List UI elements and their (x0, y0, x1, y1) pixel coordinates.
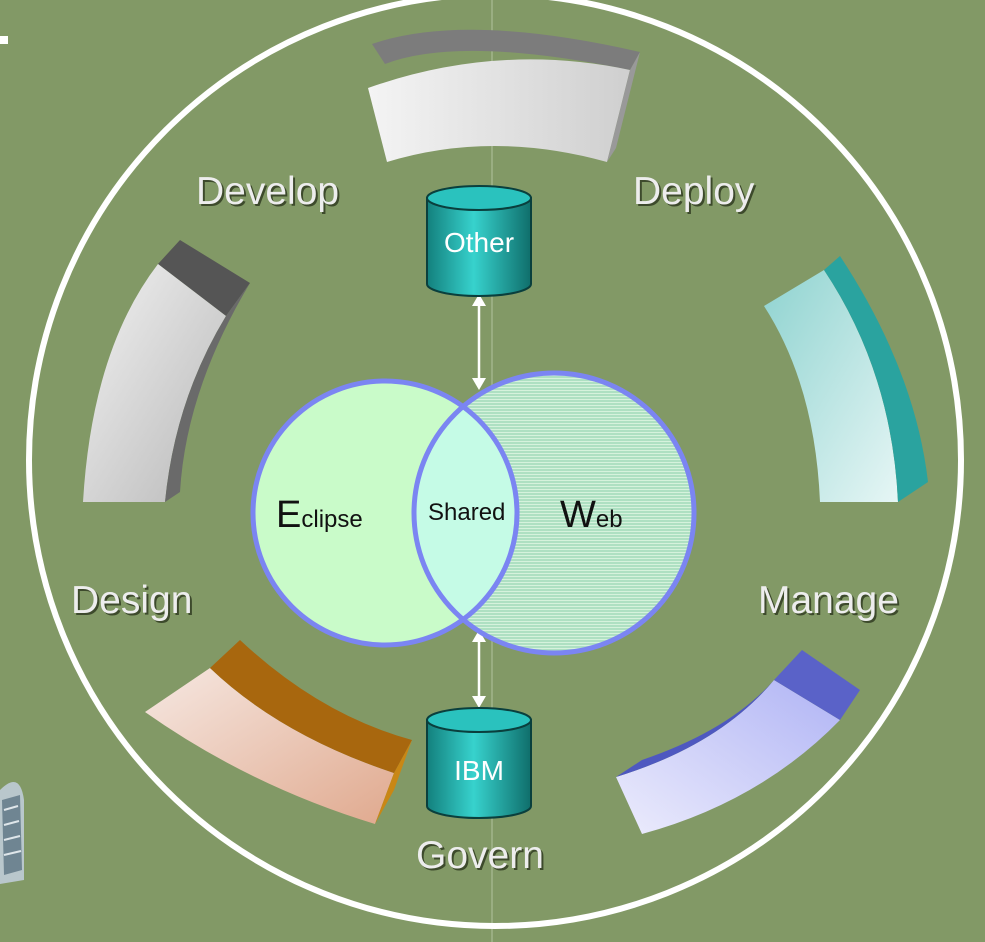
venn-diagram (250, 370, 697, 656)
design-label-shadow: Design (73, 581, 194, 624)
repository-ibm-label: IBM (454, 755, 504, 786)
eclipse-circle-outline (250, 378, 520, 648)
arrow-bottom-connector (472, 630, 486, 708)
web-label: Web (560, 494, 623, 536)
develop-label: Develop (196, 170, 339, 213)
eclipse-rest: clipse (301, 506, 362, 533)
arc-segment-develop (83, 240, 250, 502)
web-initial: W (560, 494, 596, 536)
manage-label-shadow: Manage (760, 581, 901, 624)
repository-other-label: Other (444, 227, 514, 258)
repository-other-cylinder (426, 185, 532, 297)
outer-ring (26, 0, 964, 929)
arc-segment-manage (616, 650, 860, 834)
photo-thumbnail (0, 782, 24, 884)
eclipse-label: Eclipse (276, 494, 363, 536)
arc-segment-design (145, 640, 412, 824)
corner-fragment (0, 36, 8, 44)
arc-segment-top (368, 29, 640, 162)
shared-label: Shared (428, 499, 505, 526)
design-label: Design (71, 579, 192, 622)
repository-ibm-cylinder (426, 707, 532, 819)
deploy-label: Deploy (633, 170, 755, 213)
eclipse-initial: E (276, 494, 301, 536)
arc-segment-deploy (764, 256, 928, 502)
develop-label-shadow: Develop (198, 172, 341, 215)
arrow-top-connector (472, 294, 486, 390)
govern-label: Govern (416, 834, 544, 877)
manage-label: Manage (758, 579, 899, 622)
deploy-label-shadow: Deploy (635, 172, 757, 215)
web-circle-outline (411, 370, 697, 656)
shared-region (414, 381, 517, 645)
govern-label-shadow: Govern (418, 836, 546, 879)
web-rest: eb (596, 506, 623, 533)
